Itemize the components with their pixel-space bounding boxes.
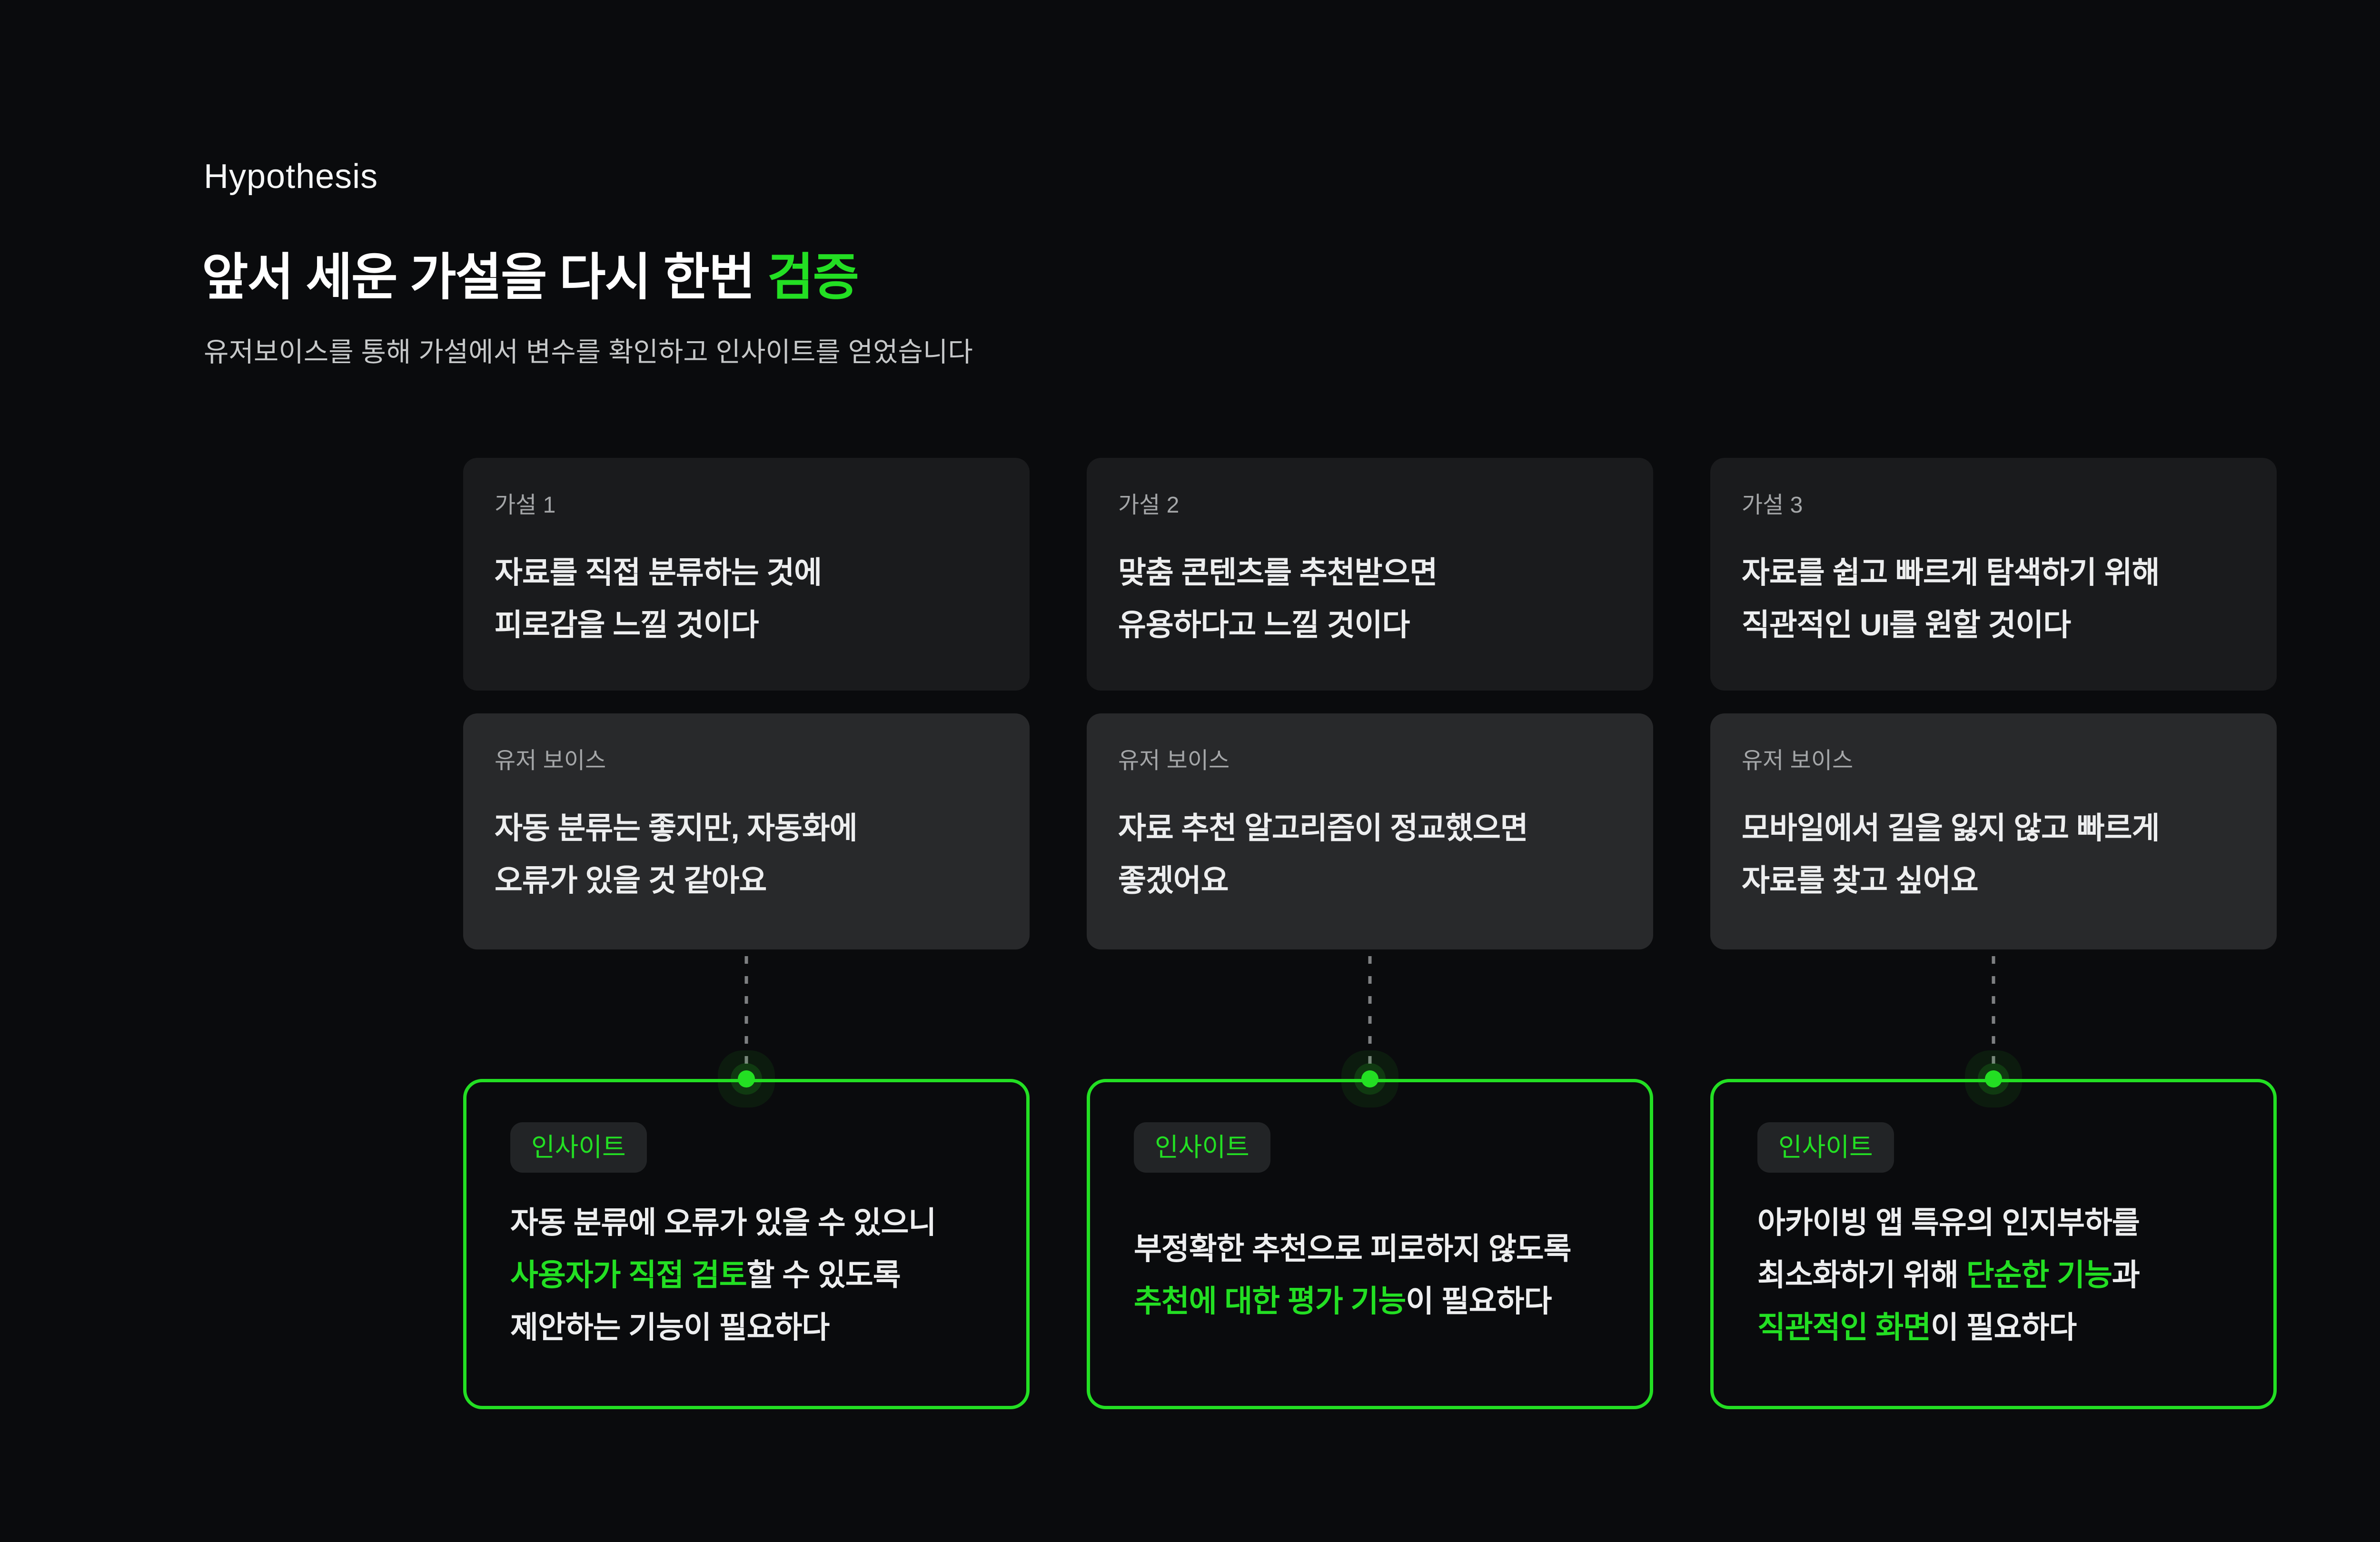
hypothesis-card: 가설 1 자료를 직접 분류하는 것에 피로감을 느낄 것이다 <box>463 458 1030 691</box>
hypothesis-text: 자료를 직접 분류하는 것에 피로감을 느낄 것이다 <box>495 546 998 651</box>
column-2: 가설 2 맞춤 콘텐츠를 추천받으면 유용하다고 느낄 것이다 유저 보이스 자… <box>1087 458 1653 1409</box>
connector <box>463 949 1030 1087</box>
user-voice-card-label: 유저 보이스 <box>1742 748 1854 773</box>
insight-text-segment: 할 수 있도록 <box>746 1258 901 1292</box>
insight-text-segment: 이 필요하다 <box>1931 1310 2077 1344</box>
hypothesis-text-line: 자료를 직접 분류하는 것에 <box>495 555 822 590</box>
hypothesis-text-line: 직관적인 UI를 원할 것이다 <box>1742 608 2071 642</box>
insight-badge: 인사이트 <box>510 1122 647 1173</box>
user-voice-text: 자동 분류는 좋지만, 자동화에 오류가 있을 것 같아요 <box>495 802 998 907</box>
insight-text-segment: 제안하는 기능이 필요하다 <box>510 1310 830 1344</box>
user-voice-text-line: 모바일에서 길을 잃지 않고 빠르게 <box>1742 811 2160 845</box>
user-voice-card-label: 유저 보이스 <box>495 748 606 773</box>
connector-dashed-line <box>744 956 748 1079</box>
insight-text-segment: 최소화하기 위해 <box>1757 1258 1966 1292</box>
user-voice-card: 유저 보이스 자료 추천 알고리즘이 정교했으면 좋겠어요 <box>1087 713 1653 949</box>
user-voice-card: 유저 보이스 모바일에서 길을 잃지 않고 빠르게 자료를 찾고 싶어요 <box>1710 713 2277 949</box>
connector <box>1087 949 1653 1087</box>
hypothesis-card-label: 가설 1 <box>495 493 556 518</box>
slide-subtitle: 유저보이스를 통해 가설에서 변수를 확인하고 인사이트를 얻었습니다 <box>204 337 973 367</box>
insight-text-highlight: 사용자가 직접 검토 <box>510 1258 747 1292</box>
hypothesis-text-line: 피로감을 느낄 것이다 <box>495 608 759 642</box>
user-voice-text-line: 자동 분류는 좋지만, 자동화에 <box>495 811 858 845</box>
insight-text-highlight: 직관적인 화면 <box>1757 1310 1931 1344</box>
user-voice-text-line: 오류가 있을 것 같아요 <box>495 863 767 898</box>
connector-dashed-line <box>1992 956 1995 1079</box>
insight-text-segment: 과 <box>2112 1258 2140 1292</box>
hypothesis-text-line: 맞춤 콘텐츠를 추천받으면 <box>1118 555 1438 590</box>
insight-text-highlight: 단순한 기능 <box>1966 1258 2112 1292</box>
user-voice-card-label: 유저 보이스 <box>1118 748 1230 773</box>
insight-text-highlight: 추천에 대한 평가 기능 <box>1134 1284 1406 1318</box>
insight-text-segment: 아카이빙 앱 특유의 인지부하를 <box>1757 1206 2140 1240</box>
hypothesis-card-label: 가설 2 <box>1118 493 1180 518</box>
hypothesis-text: 자료를 쉽고 빠르게 탐색하기 위해 직관적인 UI를 원할 것이다 <box>1742 546 2245 651</box>
insight-badge: 인사이트 <box>1757 1122 1894 1173</box>
hypothesis-card: 가설 3 자료를 쉽고 빠르게 탐색하기 위해 직관적인 UI를 원할 것이다 <box>1710 458 2277 691</box>
user-voice-card: 유저 보이스 자동 분류는 좋지만, 자동화에 오류가 있을 것 같아요 <box>463 713 1030 949</box>
user-voice-text: 자료 추천 알고리즘이 정교했으면 좋겠어요 <box>1118 802 1622 907</box>
slide-title-white: 앞서 세운 가설을 다시 한번 <box>202 249 767 306</box>
hypothesis-card: 가설 2 맞춤 콘텐츠를 추천받으면 유용하다고 느낄 것이다 <box>1087 458 1653 691</box>
connector-dot <box>1361 1070 1378 1087</box>
hypothesis-text: 맞춤 콘텐츠를 추천받으면 유용하다고 느낄 것이다 <box>1118 546 1622 651</box>
slide-eyebrow: Hypothesis <box>204 158 378 196</box>
hypothesis-grid: 가설 1 자료를 직접 분류하는 것에 피로감을 느낄 것이다 유저 보이스 자… <box>463 458 2277 1409</box>
column-3: 가설 3 자료를 쉽고 빠르게 탐색하기 위해 직관적인 UI를 원할 것이다 … <box>1710 458 2277 1409</box>
connector-dot <box>1985 1070 2002 1087</box>
slide-title: 앞서 세운 가설을 다시 한번 검증 <box>202 236 859 309</box>
user-voice-text-line: 좋겠어요 <box>1118 863 1229 898</box>
connector <box>1710 949 2277 1087</box>
slide-title-accent: 검증 <box>767 249 859 306</box>
hypothesis-card-label: 가설 3 <box>1742 493 1803 518</box>
user-voice-text: 모바일에서 길을 잃지 않고 빠르게 자료를 찾고 싶어요 <box>1742 802 2245 907</box>
insight-text-segment: 자동 분류에 오류가 있을 수 있으니 <box>510 1206 936 1240</box>
hypothesis-text-line: 자료를 쉽고 빠르게 탐색하기 위해 <box>1742 555 2160 590</box>
connector-dot <box>738 1070 755 1087</box>
user-voice-text-line: 자료를 찾고 싶어요 <box>1742 863 1979 898</box>
column-1: 가설 1 자료를 직접 분류하는 것에 피로감을 느낄 것이다 유저 보이스 자… <box>463 458 1030 1409</box>
insight-text-segment: 부정확한 추천으로 피로하지 않도록 <box>1134 1232 1572 1266</box>
user-voice-text-line: 자료 추천 알고리즘이 정교했으면 <box>1118 811 1528 845</box>
hypothesis-text-line: 유용하다고 느낄 것이다 <box>1118 608 1410 642</box>
insight-text-segment: 이 필요하다 <box>1406 1284 1552 1318</box>
insight-badge: 인사이트 <box>1134 1122 1270 1173</box>
connector-dashed-line <box>1368 956 1372 1079</box>
